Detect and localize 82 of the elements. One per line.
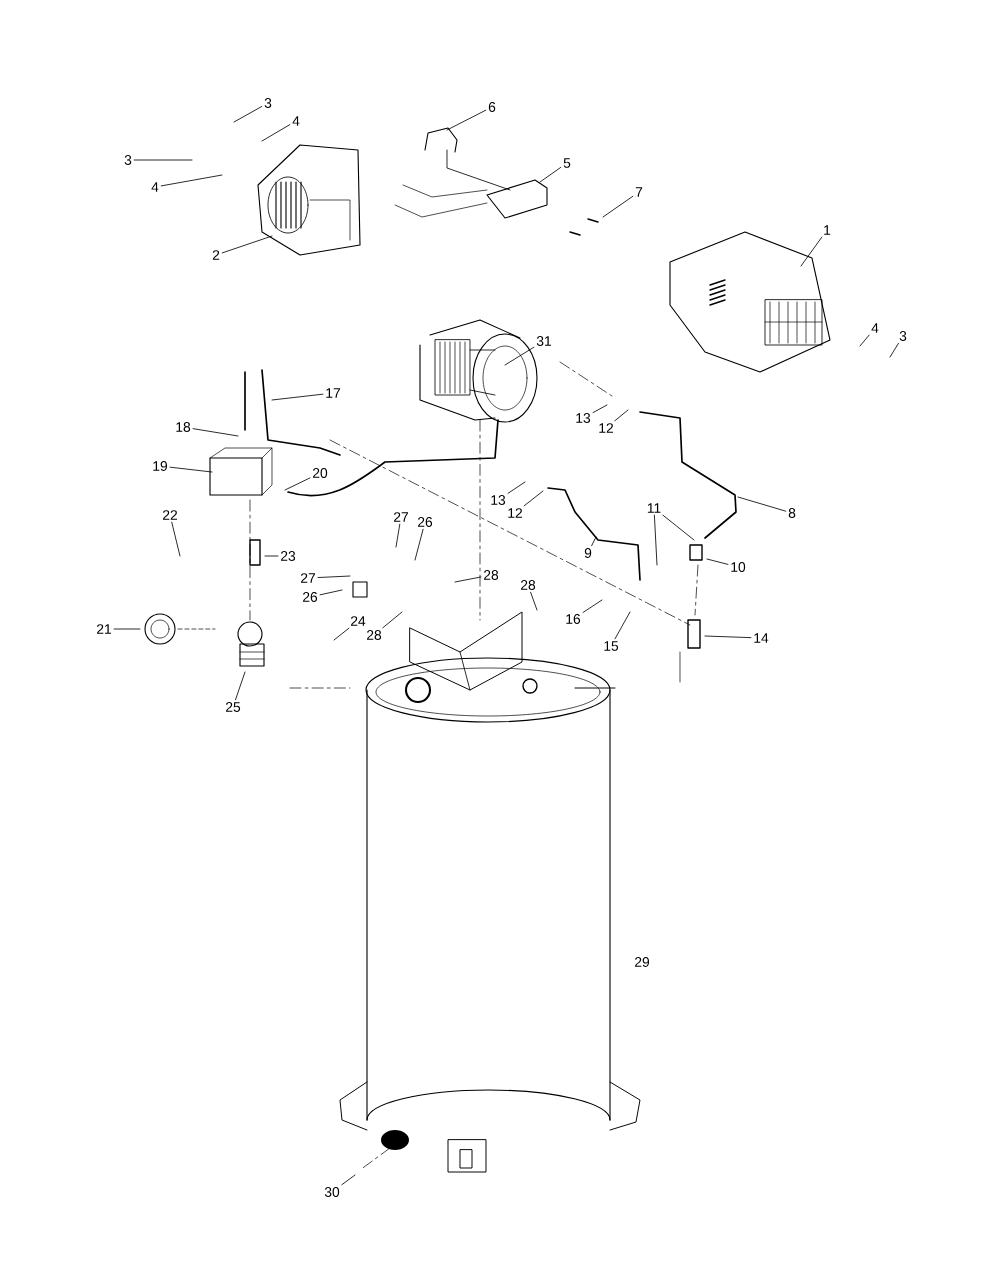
leader-line xyxy=(602,195,634,218)
leader-line xyxy=(800,236,823,267)
callout-number: 17 xyxy=(326,388,340,398)
leader-line xyxy=(319,589,343,596)
leader-line xyxy=(446,109,487,131)
leader-line xyxy=(235,671,246,701)
leader-line xyxy=(539,166,562,183)
callout-number: 27 xyxy=(394,512,408,522)
leader-line xyxy=(662,514,695,541)
leader-line xyxy=(653,514,658,566)
leader-line xyxy=(284,477,311,491)
leader-line xyxy=(592,404,608,413)
leader-line xyxy=(507,481,526,494)
callout-number: 3 xyxy=(899,331,907,341)
leader-line xyxy=(737,496,787,512)
callout-number: 18 xyxy=(176,422,191,432)
callout-number: 28 xyxy=(484,570,499,580)
callout-number: 20 xyxy=(313,468,328,478)
callout-number: 13 xyxy=(491,495,506,505)
callout-number: 9 xyxy=(584,548,592,558)
callout-number: 6 xyxy=(488,102,496,112)
callout-number: 24 xyxy=(351,616,366,626)
callout-number: 26 xyxy=(418,517,433,527)
leader-line xyxy=(395,523,401,548)
leader-line xyxy=(317,575,351,578)
leader-line xyxy=(113,628,141,630)
leader-line xyxy=(261,124,291,142)
leader-line xyxy=(414,528,424,561)
callout-number: 26 xyxy=(303,592,318,602)
callout-number: 15 xyxy=(604,641,619,651)
callout-number: 13 xyxy=(576,413,591,423)
callout-number: 19 xyxy=(153,461,168,471)
leader-line xyxy=(504,346,535,366)
callout-number: 23 xyxy=(281,551,296,561)
leader-line xyxy=(133,159,193,161)
leader-line xyxy=(582,599,603,613)
callout-number: 28 xyxy=(367,630,382,640)
leader-line xyxy=(160,174,223,187)
callout-number: 3 xyxy=(124,155,132,165)
leader-line xyxy=(889,342,899,358)
leader-line xyxy=(271,393,324,401)
leader-line xyxy=(333,627,350,641)
leader-line xyxy=(233,106,263,123)
leader-line xyxy=(704,635,752,639)
callout-number: 11 xyxy=(647,503,661,513)
leader-line xyxy=(859,334,870,347)
callout-number: 31 xyxy=(536,336,552,346)
callout-number: 2 xyxy=(212,250,220,260)
callout-number: 22 xyxy=(163,510,177,520)
callout-number: 28 xyxy=(521,580,536,590)
callout-number: 12 xyxy=(599,423,613,433)
callout-number: 4 xyxy=(871,323,879,333)
leader-line xyxy=(192,428,239,437)
callout-number: 16 xyxy=(566,614,581,624)
leader-line xyxy=(614,409,629,422)
leader-line xyxy=(706,558,729,565)
callout-number: 7 xyxy=(635,187,643,197)
callout-number: 1 xyxy=(824,225,831,235)
callout-number: 4 xyxy=(292,116,300,126)
callout-number: 5 xyxy=(563,158,571,168)
callout-number: 12 xyxy=(508,508,522,518)
callout-number: 4 xyxy=(151,182,159,192)
leader-line xyxy=(341,1174,356,1186)
callout-number: 27 xyxy=(301,573,315,583)
callout-number: 30 xyxy=(324,1187,340,1197)
leader-line xyxy=(382,611,403,629)
callout-number: 29 xyxy=(635,957,650,967)
callout-number: 21 xyxy=(97,624,112,634)
callout-number: 3 xyxy=(264,98,272,108)
leader-line xyxy=(530,591,538,611)
leader-line xyxy=(264,555,279,557)
leader-line xyxy=(523,490,544,507)
callout-number: 25 xyxy=(226,702,241,712)
leader-line xyxy=(169,466,213,473)
leader-line xyxy=(591,536,597,547)
callout-number: 14 xyxy=(754,633,769,643)
leader-line xyxy=(454,576,482,583)
leader-line xyxy=(614,611,631,640)
callout-number: 8 xyxy=(788,508,796,518)
leader-line xyxy=(171,521,181,557)
callout-number: 10 xyxy=(731,562,746,572)
leader-line xyxy=(221,235,273,254)
